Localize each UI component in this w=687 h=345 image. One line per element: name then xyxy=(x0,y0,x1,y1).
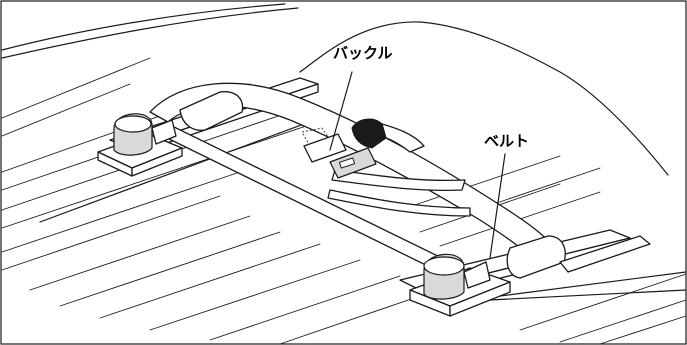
roof-edge-line xyxy=(1,3,286,51)
buckle-leader-line xyxy=(329,71,353,151)
belt-fold xyxy=(381,123,425,153)
side-leader-line-1 xyxy=(499,271,687,297)
front-mount xyxy=(409,253,511,317)
rear-mount xyxy=(97,113,183,177)
buckle-label: バックル xyxy=(333,44,393,62)
roof-surface-lines xyxy=(1,57,687,345)
belt-loose-end-2 xyxy=(327,189,471,217)
luggage-outline xyxy=(299,21,669,176)
roof-edge-line-2 xyxy=(1,7,299,59)
rear-block xyxy=(179,91,244,131)
belt-leader-line xyxy=(489,153,506,259)
belt-label: ベルト xyxy=(484,132,530,150)
rear-side-rail xyxy=(39,117,321,223)
front-rail-right xyxy=(559,235,651,273)
side-leader-line-2 xyxy=(489,289,687,301)
buckle-graphic xyxy=(301,127,377,179)
belt-loose-end xyxy=(331,169,466,192)
